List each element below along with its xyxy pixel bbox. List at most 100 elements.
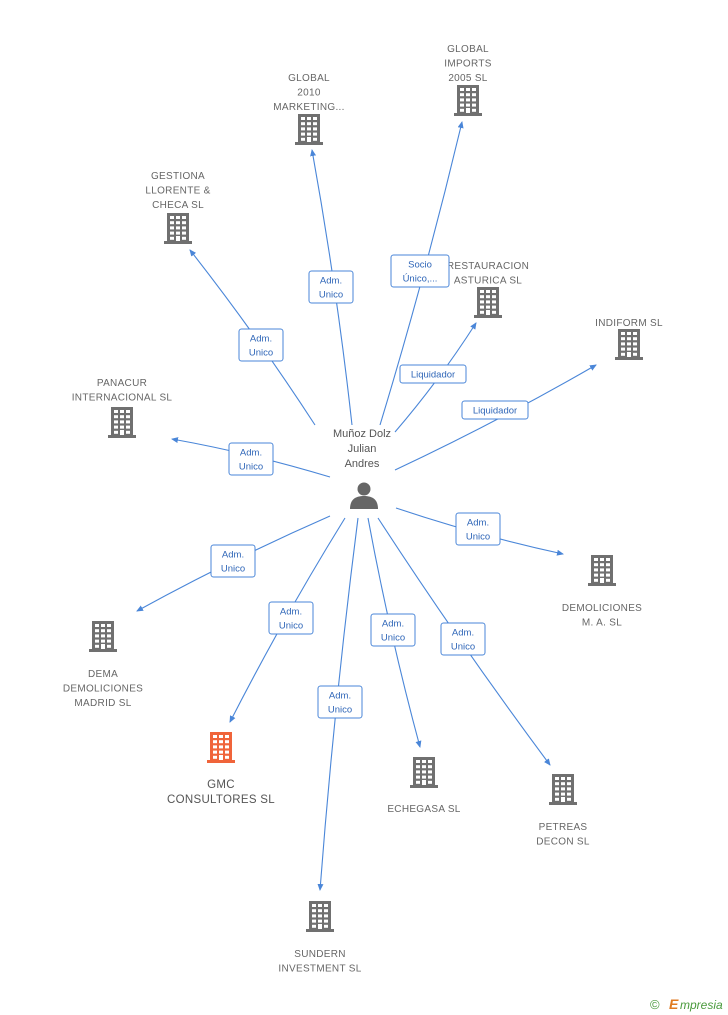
edge-label-text: Adm. bbox=[222, 550, 244, 561]
building-icon bbox=[474, 287, 502, 318]
building-icon bbox=[615, 329, 643, 360]
company-node-gmc[interactable]: GMC CONSULTORES SL bbox=[167, 732, 275, 806]
edge-label-indiform[interactable]: Liquidador bbox=[461, 400, 529, 420]
edge-label-box bbox=[455, 512, 501, 546]
edge-label-box bbox=[399, 364, 467, 384]
edge-label-text: Adm. bbox=[382, 619, 404, 630]
edge-label-box bbox=[228, 442, 274, 476]
center-label-line-1: Muñoz Dolz bbox=[333, 428, 391, 440]
company-label-line: PANACUR bbox=[97, 378, 147, 389]
edge-label-global-imports[interactable]: SocioÚnico,... bbox=[390, 254, 450, 288]
edge-label-restauracion[interactable]: Liquidador bbox=[399, 364, 467, 384]
company-label-line: DEMOLICIONES bbox=[63, 684, 143, 695]
edge-label-text: Liquidador bbox=[473, 406, 517, 417]
edge-indiform bbox=[394, 364, 597, 471]
edge-label-gmc[interactable]: Adm. Unico bbox=[268, 601, 314, 635]
company-node-gestiona[interactable]: GESTIONA LLORENTE & CHECA SL bbox=[145, 171, 210, 244]
edge-label-text: Único,... bbox=[403, 274, 438, 285]
building-icon bbox=[89, 621, 117, 652]
edge-label-text: Liquidador bbox=[411, 370, 455, 381]
edge-label-box bbox=[238, 328, 284, 362]
company-node-panacur[interactable]: PANACUR INTERNACIONAL SL bbox=[72, 378, 173, 438]
edge-label-text: Socio bbox=[408, 260, 432, 271]
edge-label-text: Unico bbox=[239, 462, 263, 473]
building-icon bbox=[108, 407, 136, 438]
company-node-echegasa[interactable]: ECHEGASA SL bbox=[387, 757, 460, 815]
edge-label-text: Unico bbox=[249, 348, 273, 359]
edge-label-box bbox=[268, 601, 314, 635]
company-node-sundern[interactable]: SUNDERN INVESTMENT SL bbox=[278, 901, 361, 975]
edge-label-text: Adm. bbox=[280, 607, 302, 618]
company-label-line: M. A. SL bbox=[582, 618, 622, 629]
company-label-line: GMC bbox=[207, 779, 235, 791]
edge-label-box bbox=[210, 544, 256, 578]
edge-label-box bbox=[461, 400, 529, 420]
company-node-dema[interactable]: DEMA DEMOLICIONES MADRID SL bbox=[63, 621, 143, 709]
company-label-line: DEMOLICIONES bbox=[562, 603, 642, 614]
company-label-line: INVESTMENT SL bbox=[278, 964, 361, 975]
edge-label-text: Adm. bbox=[329, 691, 351, 702]
edge-label-echegasa[interactable]: Adm. Unico bbox=[370, 613, 416, 647]
company-label-line: INTERNACIONAL SL bbox=[72, 393, 173, 404]
building-icon bbox=[295, 114, 323, 145]
edge-label-box bbox=[440, 622, 486, 656]
company-node-global-2010[interactable]: GLOBAL 2010MARKETING... bbox=[273, 73, 344, 145]
company-label-line: MADRID SL bbox=[74, 698, 131, 709]
edge-label-text: Unico bbox=[221, 564, 245, 575]
company-label-line: INDIFORM SL bbox=[595, 318, 663, 329]
building-icon bbox=[549, 774, 577, 805]
building-icon bbox=[207, 732, 235, 763]
edge-label-dema[interactable]: Adm. Unico bbox=[210, 544, 256, 578]
edge-label-global-2010[interactable]: Adm. Unico bbox=[308, 270, 354, 304]
edge-label-text: Unico bbox=[451, 642, 475, 653]
center-person[interactable]: Muñoz Dolz Julian Andres bbox=[333, 428, 391, 509]
edge-label-petreas[interactable]: Adm.Unico bbox=[440, 622, 486, 656]
edge-label-box bbox=[370, 613, 416, 647]
nodes-layer: GLOBAL IMPORTS 2005 SL GLOBAL 2010MARKETING.… bbox=[63, 44, 663, 975]
brand-logo-text: mpresia bbox=[680, 998, 723, 1012]
company-node-global-imports[interactable]: GLOBAL IMPORTS 2005 SL bbox=[444, 44, 492, 116]
edge-label-box bbox=[308, 270, 354, 304]
company-label-line: DEMA bbox=[88, 669, 118, 680]
edge-label-gestiona[interactable]: Adm. Unico bbox=[238, 328, 284, 362]
company-label-line: IMPORTS bbox=[444, 59, 492, 70]
company-label-line: GLOBAL bbox=[288, 73, 330, 84]
company-label-line: ASTURICA SL bbox=[454, 276, 522, 287]
company-node-indiform[interactable]: INDIFORM SL bbox=[595, 318, 663, 360]
edge-label-text: Adm. bbox=[320, 276, 342, 287]
company-label-line: 2005 SL bbox=[448, 73, 487, 84]
copyright-icon: © bbox=[650, 997, 660, 1012]
company-label-line: GESTIONA bbox=[151, 171, 205, 182]
company-label-line: CHECA SL bbox=[152, 200, 204, 211]
edge-label-sundern[interactable]: Adm.Unico bbox=[317, 685, 363, 719]
edge-label-box bbox=[317, 685, 363, 719]
company-label-line: ECHEGASA SL bbox=[387, 804, 460, 815]
edge-label-text: Unico bbox=[279, 621, 303, 632]
building-icon bbox=[164, 213, 192, 244]
building-icon bbox=[306, 901, 334, 932]
company-label-line: GLOBAL bbox=[447, 44, 489, 55]
center-label-line-2: Julian bbox=[348, 443, 377, 455]
person-icon bbox=[350, 482, 378, 509]
edge-label-panacur[interactable]: Adm. Unico bbox=[228, 442, 274, 476]
edge-label-box bbox=[390, 254, 450, 288]
edge-label-text: Unico bbox=[381, 633, 405, 644]
company-label-line: SUNDERN bbox=[294, 949, 346, 960]
edge-label-text: Unico bbox=[466, 532, 490, 543]
edge-label-text: Adm. bbox=[240, 448, 262, 459]
edge-label-demoliciones-ma[interactable]: Adm.Unico bbox=[455, 512, 501, 546]
company-label-line: 2010 bbox=[297, 88, 321, 99]
footer-brand: © E mpresia bbox=[650, 996, 723, 1012]
company-label-line: CONSULTORES SL bbox=[167, 794, 275, 806]
edge-label-text: Adm. bbox=[250, 334, 272, 345]
company-label-line: MARKETING... bbox=[273, 102, 344, 113]
building-icon bbox=[410, 757, 438, 788]
company-label-line: LLORENTE & bbox=[145, 186, 210, 197]
company-label-line: PETREAS bbox=[539, 822, 588, 833]
edge-label-text: Unico bbox=[319, 290, 343, 301]
company-node-demoliciones-ma[interactable]: DEMOLICIONES M. A. SL bbox=[562, 555, 642, 629]
building-icon bbox=[454, 85, 482, 116]
